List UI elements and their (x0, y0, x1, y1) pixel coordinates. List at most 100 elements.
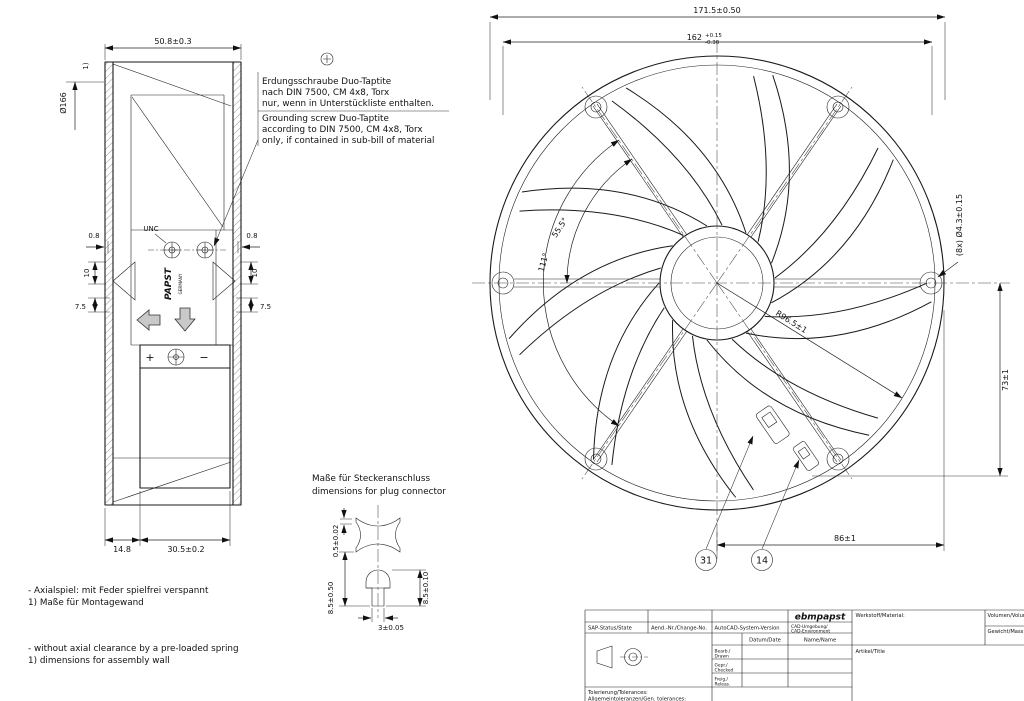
outer-dim-label: 171.5±0.50 (693, 6, 740, 15)
width-dim-label: 50.8±0.3 (154, 37, 191, 46)
balloon-a-leader (705, 435, 754, 550)
title-block-grid (584, 609, 1024, 701)
centerlines (472, 40, 1010, 560)
width-ext-lines (104, 44, 242, 60)
tb-name: Name/Name (804, 638, 836, 644)
brand-country: GERMANY (178, 273, 183, 294)
side-view: UNC PAPST GERMANY + − 50.8±0.3 Ø166 1) 0… (58, 37, 271, 554)
title-block: SAP-Status/State Aend.-Nr./Change-No. Au… (584, 609, 1024, 701)
outer-dim-ext (489, 22, 946, 100)
grounding-screw-right (196, 241, 214, 259)
terminal-screw-icon (167, 348, 185, 366)
right-wall-hatch (233, 62, 241, 505)
holes-label: (8x) Ø4.3±0.15 (954, 194, 964, 256)
plug-connector-tip (792, 441, 820, 471)
mount-dim-label: 162 (687, 33, 702, 42)
left-boss (112, 261, 136, 301)
grounding-en-2: according to DIN 7500, CM 4x8, Torx (262, 125, 423, 135)
gap-right-label: 0.8 (246, 232, 257, 240)
offset-right-label: 7.5 (260, 303, 271, 311)
thread-leader (154, 233, 167, 244)
terminal-plus-label: + (145, 351, 154, 364)
dia-dim-label: Ø166 (58, 92, 68, 114)
grounding-en-1: Grounding screw Duo-Taptite (262, 114, 389, 124)
note-leader (213, 139, 259, 247)
angle-large-label: 111° (537, 252, 551, 273)
offset-left-label: 7.5 (75, 303, 86, 311)
front-view: 55.5° 111° R96.5±1 (8x) Ø4.3±0.15 171.5±… (450, 6, 1010, 571)
impeller-blades (450, 17, 973, 544)
gap-right-ticks (237, 241, 242, 253)
grounding-screw-left (163, 241, 181, 259)
bottom-ext-lines (104, 491, 231, 546)
angle-large-arc (543, 139, 620, 427)
angle-small-arc (564, 158, 633, 284)
balloon-b-leader (761, 459, 800, 550)
radius-leader (716, 282, 903, 399)
thread-label: UNC (143, 225, 158, 233)
mount-dim-tol-minus: -0.30 (705, 40, 720, 46)
brand-logo: PAPST (164, 267, 174, 300)
balloon-a-label: 31 (700, 556, 712, 567)
plug-dim-top: 0.5±0.02 (332, 525, 340, 558)
tb-date: Datum/Date (749, 638, 781, 644)
tb-checked-1: Gepr./ (715, 663, 729, 669)
projection-symbol-icon (596, 645, 648, 669)
motor-can (139, 344, 231, 489)
housing-outline (104, 61, 242, 506)
grounding-de-3: nur, wenn in Unterstückliste enthalten. (262, 99, 434, 109)
tb-released-2: Releas. (715, 682, 731, 688)
plug-connector-body (755, 405, 790, 444)
plug-dim-bottom: 3±0.05 (378, 624, 404, 632)
footnote-de-2: 1) Maße für Montagewand (28, 598, 144, 608)
terminal-minus-label: − (199, 351, 208, 364)
tb-gen-tolerances: Allgemeintoleranzen/Gen. tolerances: (588, 697, 686, 701)
footnotes: - Axialspiel: mit Feder spielfrei verspa… (28, 586, 239, 666)
plug-pin-shape (365, 569, 391, 607)
tb-brand-logo: ebmpapst (795, 613, 846, 623)
ref-marker: 1) (82, 62, 90, 69)
tb-volume: Volumen/Volume ( (988, 613, 1024, 619)
balloon-a-circle (695, 549, 717, 571)
flow-arrow-left-icon (136, 309, 161, 331)
plug-note-de: Maße für Steckeranschluss (312, 474, 430, 484)
offset-right-ext (236, 297, 258, 313)
tb-article: Artikel/Title (856, 649, 885, 655)
bottom-dim-1-label: 14.8 (113, 545, 131, 554)
tb-released-1: Freig./ (715, 677, 729, 683)
tb-drawn-1: Bearb./ (715, 649, 731, 655)
mount-dim-ext (502, 46, 933, 115)
footnote-de-1: - Axialspiel: mit Feder spielfrei verspa… (28, 586, 209, 596)
plug-left-ext (339, 551, 370, 607)
plug-bottom-ext (371, 608, 385, 622)
tb-tolerances: Tolerierung/Tolerances: (587, 690, 648, 696)
tb-checked-2: Checked (715, 668, 734, 674)
tb-cad-env-1: CAD-Umgebung/ (791, 624, 828, 630)
tb-cad-env-2: CAD-Environment (791, 629, 830, 635)
tb-sap-status: SAP-Status/State (588, 626, 632, 632)
width-dim-ext (716, 310, 945, 551)
height-dim-label: 73±1 (1001, 369, 1010, 391)
footnote-en-2: 1) dimensions for assembly wall (28, 656, 170, 666)
width-dim-label: 86±1 (834, 534, 856, 543)
mount-dim-tol-plus: +0.15 (705, 33, 722, 39)
flow-arrow-down-icon (174, 307, 196, 332)
bottom-dim-2-label: 30.5±0.2 (167, 545, 204, 554)
balloon-b-label: 14 (756, 556, 768, 567)
offset-left-ext (88, 297, 110, 313)
angle-small-label: 55.5° (550, 216, 569, 239)
plug-clip-shape (355, 517, 401, 553)
grounding-position-symbol (320, 52, 334, 66)
tb-mass: Gewicht/Mass (g) (988, 629, 1024, 635)
plug-top-ticks (340, 518, 352, 525)
depth-left-label: 10 (83, 269, 91, 278)
grounding-note: Erdungsschraube Duo-Taptite nach DIN 750… (213, 52, 449, 247)
gap-left-label: 0.8 (88, 232, 99, 240)
plug-dim-left: 8.5±0.50 (327, 582, 335, 615)
tb-material: Werkstoff/Material: (856, 613, 905, 619)
footnote-en-1: - without axial clearance by a pre-loade… (28, 644, 239, 654)
tb-autocad: AutoCAD-System-Version (715, 626, 780, 632)
right-boss (212, 261, 236, 301)
left-wall-hatch (105, 62, 113, 505)
